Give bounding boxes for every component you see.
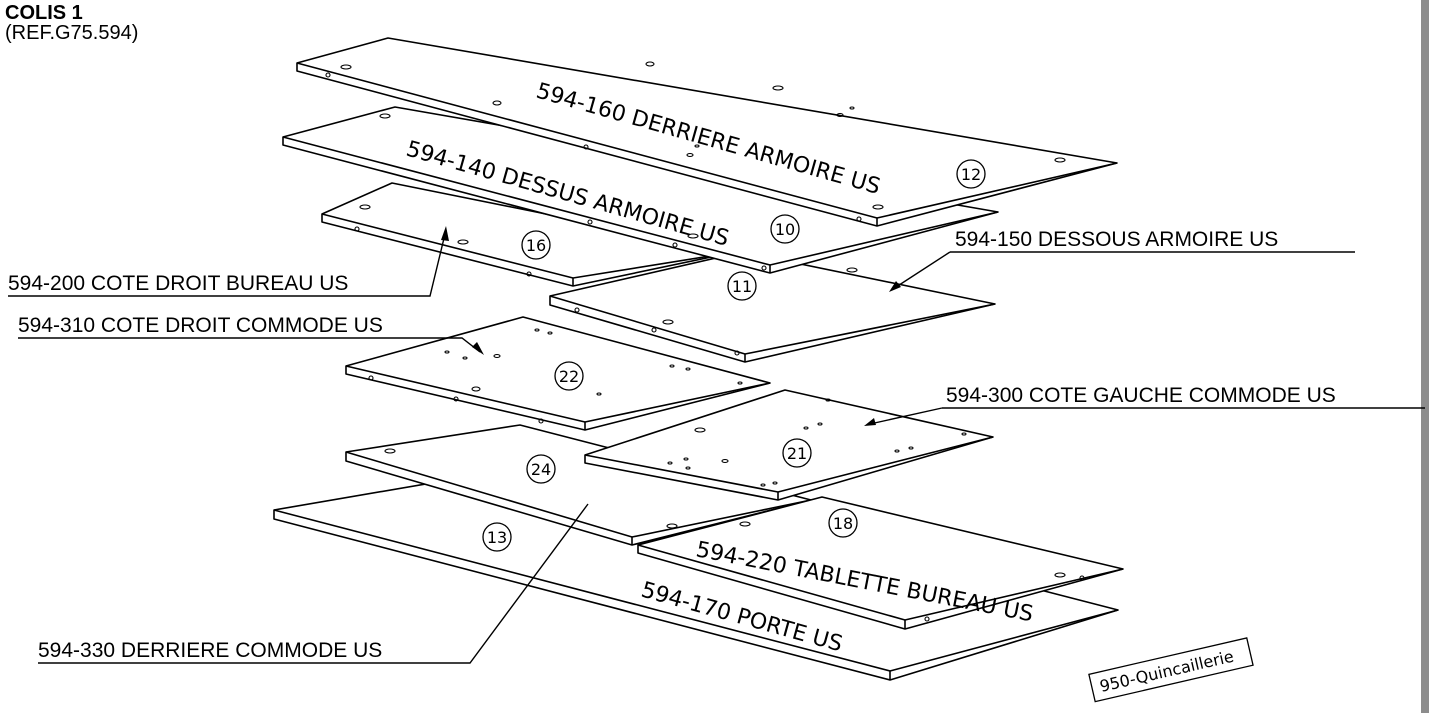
callout-cote-droit-bureau: 594-200 COTE DROIT BUREAU US: [8, 272, 348, 295]
hardware-box: 950-Quincaillerie: [1088, 637, 1254, 703]
leader-lines: [8, 229, 1425, 664]
panel-11: [549, 251, 996, 363]
callout-cote-droit-commode: 594-310 COTE DROIT COMMODE US: [18, 314, 383, 337]
part-number-22: 22: [554, 361, 584, 391]
panel-12: [296, 37, 1118, 227]
svg-text:24: 24: [531, 460, 551, 479]
part-number-16: 16: [521, 230, 551, 260]
callout-derriere-commode: 594-330 DERRIERE COMMODE US: [38, 639, 382, 662]
panel-21: [584, 389, 994, 501]
arrow-heads: [441, 226, 901, 426]
drill-holes: [325, 61, 1085, 622]
svg-text:22: 22: [559, 367, 579, 386]
svg-text:18: 18: [833, 514, 853, 533]
package-title: COLIS 1: [5, 2, 83, 24]
part-number-24: 24: [526, 454, 556, 484]
part-number-10: 10: [770, 214, 800, 244]
panel-22: [345, 316, 771, 431]
part-number-13: 13: [482, 522, 512, 552]
callout-cote-gauche-commode: 594-300 COTE GAUCHE COMMODE US: [946, 384, 1336, 407]
package-reference: (REF.G75.594): [5, 22, 139, 44]
part-number-18: 18: [828, 508, 858, 538]
svg-text:16: 16: [526, 236, 546, 255]
svg-text:21: 21: [787, 444, 807, 463]
svg-text:13: 13: [487, 528, 507, 547]
callout-dessous-armoire: 594-150 DESSOUS ARMOIRE US: [955, 228, 1278, 251]
svg-text:10: 10: [775, 220, 795, 239]
right-border-bar: [1421, 0, 1429, 713]
part-number-21: 21: [782, 438, 812, 468]
panel-10: [282, 106, 999, 274]
svg-text:12: 12: [961, 165, 981, 184]
panel-16: [321, 182, 736, 287]
part-number-12: 12: [956, 159, 986, 189]
panel-18: [637, 496, 1124, 630]
part-number-11: 11: [727, 271, 757, 301]
svg-text:11: 11: [732, 277, 752, 296]
